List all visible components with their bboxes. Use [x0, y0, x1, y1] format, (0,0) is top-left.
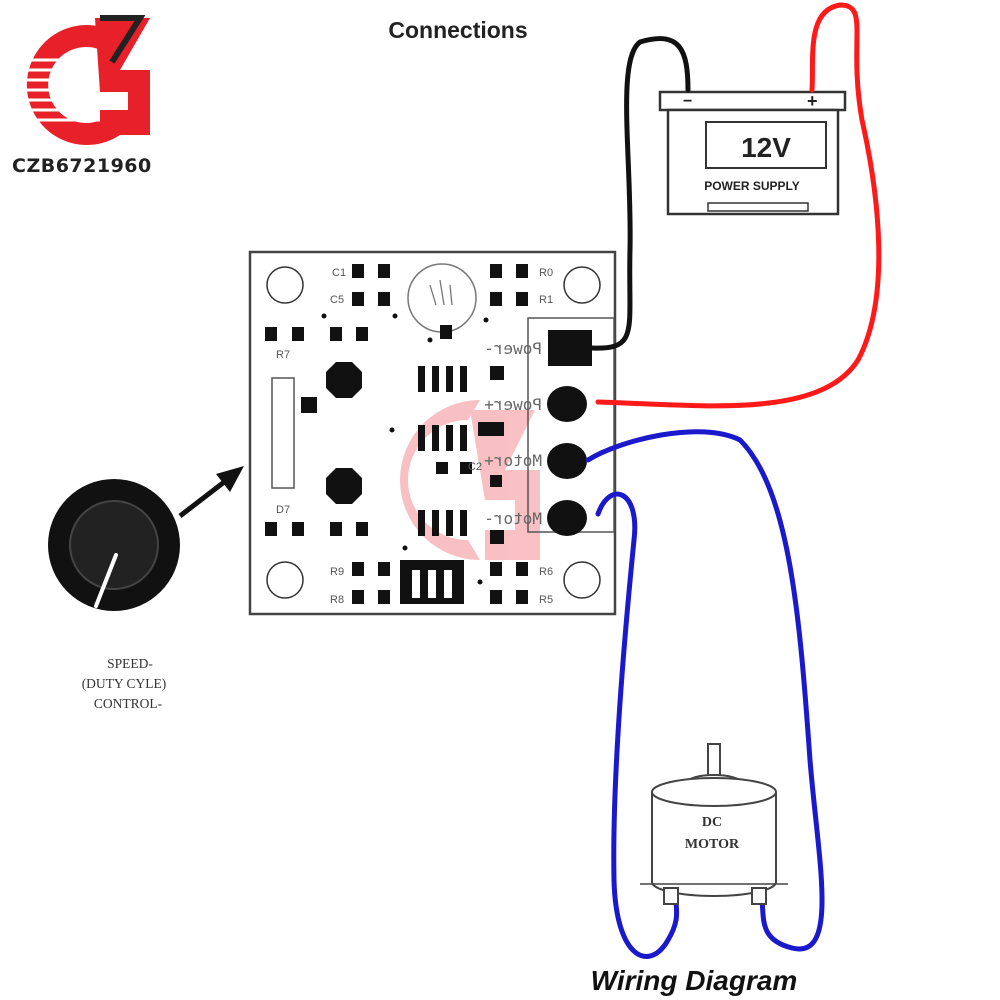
power-supply-battery: − + 12V POWER SUPPLY [658, 90, 847, 216]
motor-label-line1: DC [702, 815, 722, 830]
page-title: Connections [388, 17, 527, 43]
battery-positive-symbol: + [807, 91, 818, 111]
label-r9: R9 [330, 566, 344, 578]
terminal-label-power-negative: Power- [484, 339, 542, 358]
inductor [326, 362, 362, 398]
wire-positive [595, 2, 882, 409]
knob-caption-line3: CONTROL- [94, 696, 163, 711]
wire-negative [589, 36, 691, 351]
potentiometer-outline [271, 377, 295, 489]
knob-caption-line1: SPEED- [107, 656, 153, 671]
terminal-block: Power- Power+ Motor+ Motor- [484, 317, 615, 536]
speed-control-knob[interactable] [48, 479, 180, 611]
label-r8: R8 [330, 594, 344, 606]
pwm-controller-board: C1 C5 R0 R1 R7 D7 C2 R9 R8 R6 R5 Power- … [248, 250, 617, 616]
mounting-hole [266, 561, 304, 599]
wire-motor-positive [585, 429, 825, 952]
dc-motor: DC MOTOR [640, 743, 788, 905]
label-c1: C1 [332, 267, 346, 279]
terminal-power-positive [547, 386, 587, 422]
logo-text: CZB6721960 [12, 155, 152, 177]
knob-caption-line2: (DUTY CYLE) [82, 676, 167, 691]
wire-motor-negative [595, 491, 680, 959]
knob-arrow [178, 466, 244, 518]
terminal-label-motor-negative: Motor- [484, 509, 542, 528]
terminal-label-motor-positive: Motor+ [484, 451, 542, 470]
motor-label-line2: MOTOR [685, 837, 740, 852]
terminal-motor-positive [547, 443, 587, 479]
terminal-motor-negative [547, 500, 587, 536]
label-c2: C2 [468, 461, 482, 473]
label-r0: R0 [539, 267, 553, 279]
mounting-hole [563, 266, 601, 304]
mounting-hole [266, 266, 304, 304]
mounting-hole [563, 561, 601, 599]
battery-negative-symbol: − [683, 93, 692, 110]
logo-c-mark [20, 25, 121, 146]
label-r1: R1 [539, 294, 553, 306]
label-d7: D7 [276, 504, 290, 516]
wiring-diagram-title: Wiring Diagram [591, 965, 798, 996]
inductor [326, 468, 362, 504]
terminal-label-power-positive: Power+ [484, 395, 542, 414]
terminal-power-negative [548, 330, 592, 366]
logo-zb-mark [95, 15, 150, 135]
label-r5: R5 [539, 594, 553, 606]
battery-power-supply-label: POWER SUPPLY [704, 179, 800, 193]
knob-indicator [94, 553, 118, 608]
label-r6: R6 [539, 566, 553, 578]
battery-voltage-label: 12V [741, 132, 791, 163]
label-r7: R7 [276, 349, 290, 361]
label-c5: C5 [330, 294, 344, 306]
brand-logo: CZB6721960 [12, 15, 152, 177]
